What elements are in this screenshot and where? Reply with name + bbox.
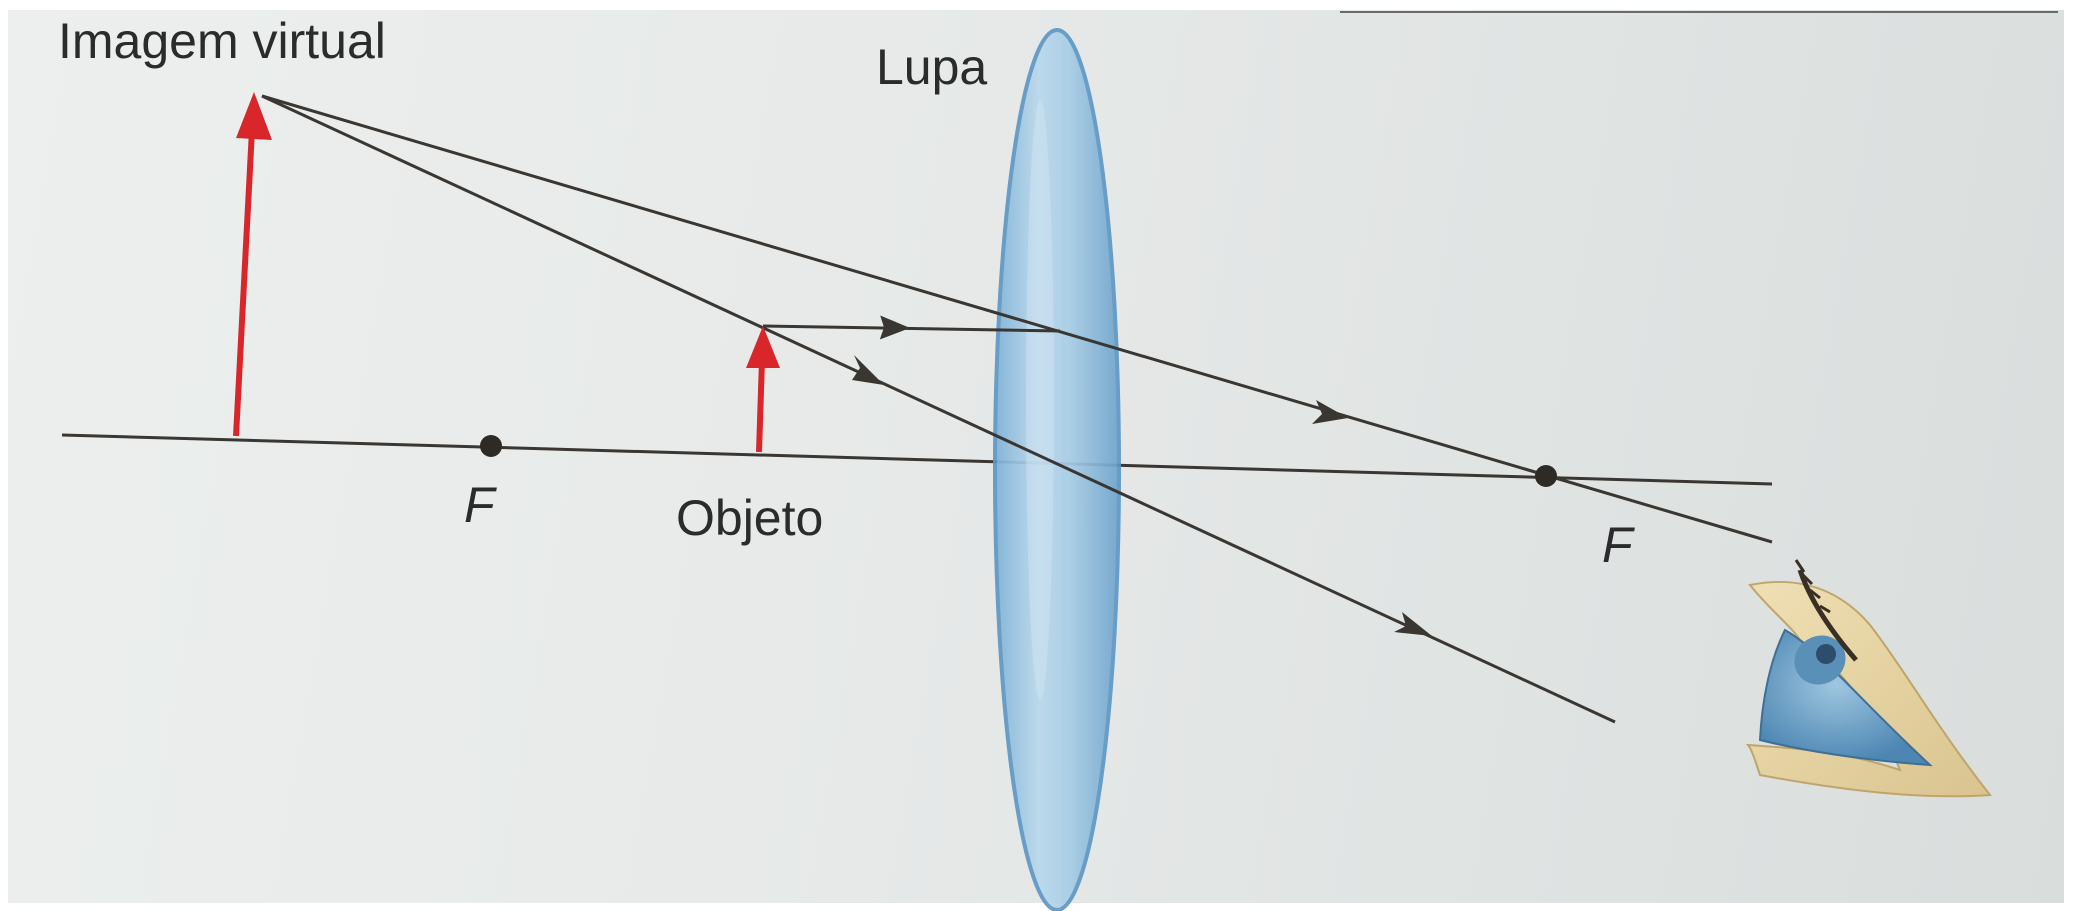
virtual-image-arrowhead xyxy=(236,92,272,140)
ray-arrowhead-lower-2 xyxy=(1394,612,1432,636)
focus-right-label: F xyxy=(1602,517,1635,573)
ray-arrowhead-upper xyxy=(1312,400,1348,424)
ray-lower xyxy=(261,94,1616,724)
ray-arrowhead-parallel xyxy=(879,315,910,340)
ray-parallel xyxy=(762,324,1061,333)
object-arrowhead xyxy=(746,326,780,368)
focal-point-right xyxy=(1535,465,1557,487)
virtual-image-arrow xyxy=(233,129,255,437)
object-label: Objeto xyxy=(676,490,823,546)
optical-axis xyxy=(61,433,1773,486)
eye-icon xyxy=(1745,559,1992,798)
focal-point-left xyxy=(480,435,502,457)
object-arrow xyxy=(756,359,765,453)
virtual-image-label: Imagem virtual xyxy=(58,13,386,69)
focus-left-label: F xyxy=(464,477,497,533)
ray-arrowhead-lower-1 xyxy=(852,355,884,385)
magnifier-lens xyxy=(993,28,1121,911)
lens-label: Lupa xyxy=(876,39,987,95)
lens-highlight xyxy=(1026,100,1054,700)
ray-upper xyxy=(261,94,1773,544)
